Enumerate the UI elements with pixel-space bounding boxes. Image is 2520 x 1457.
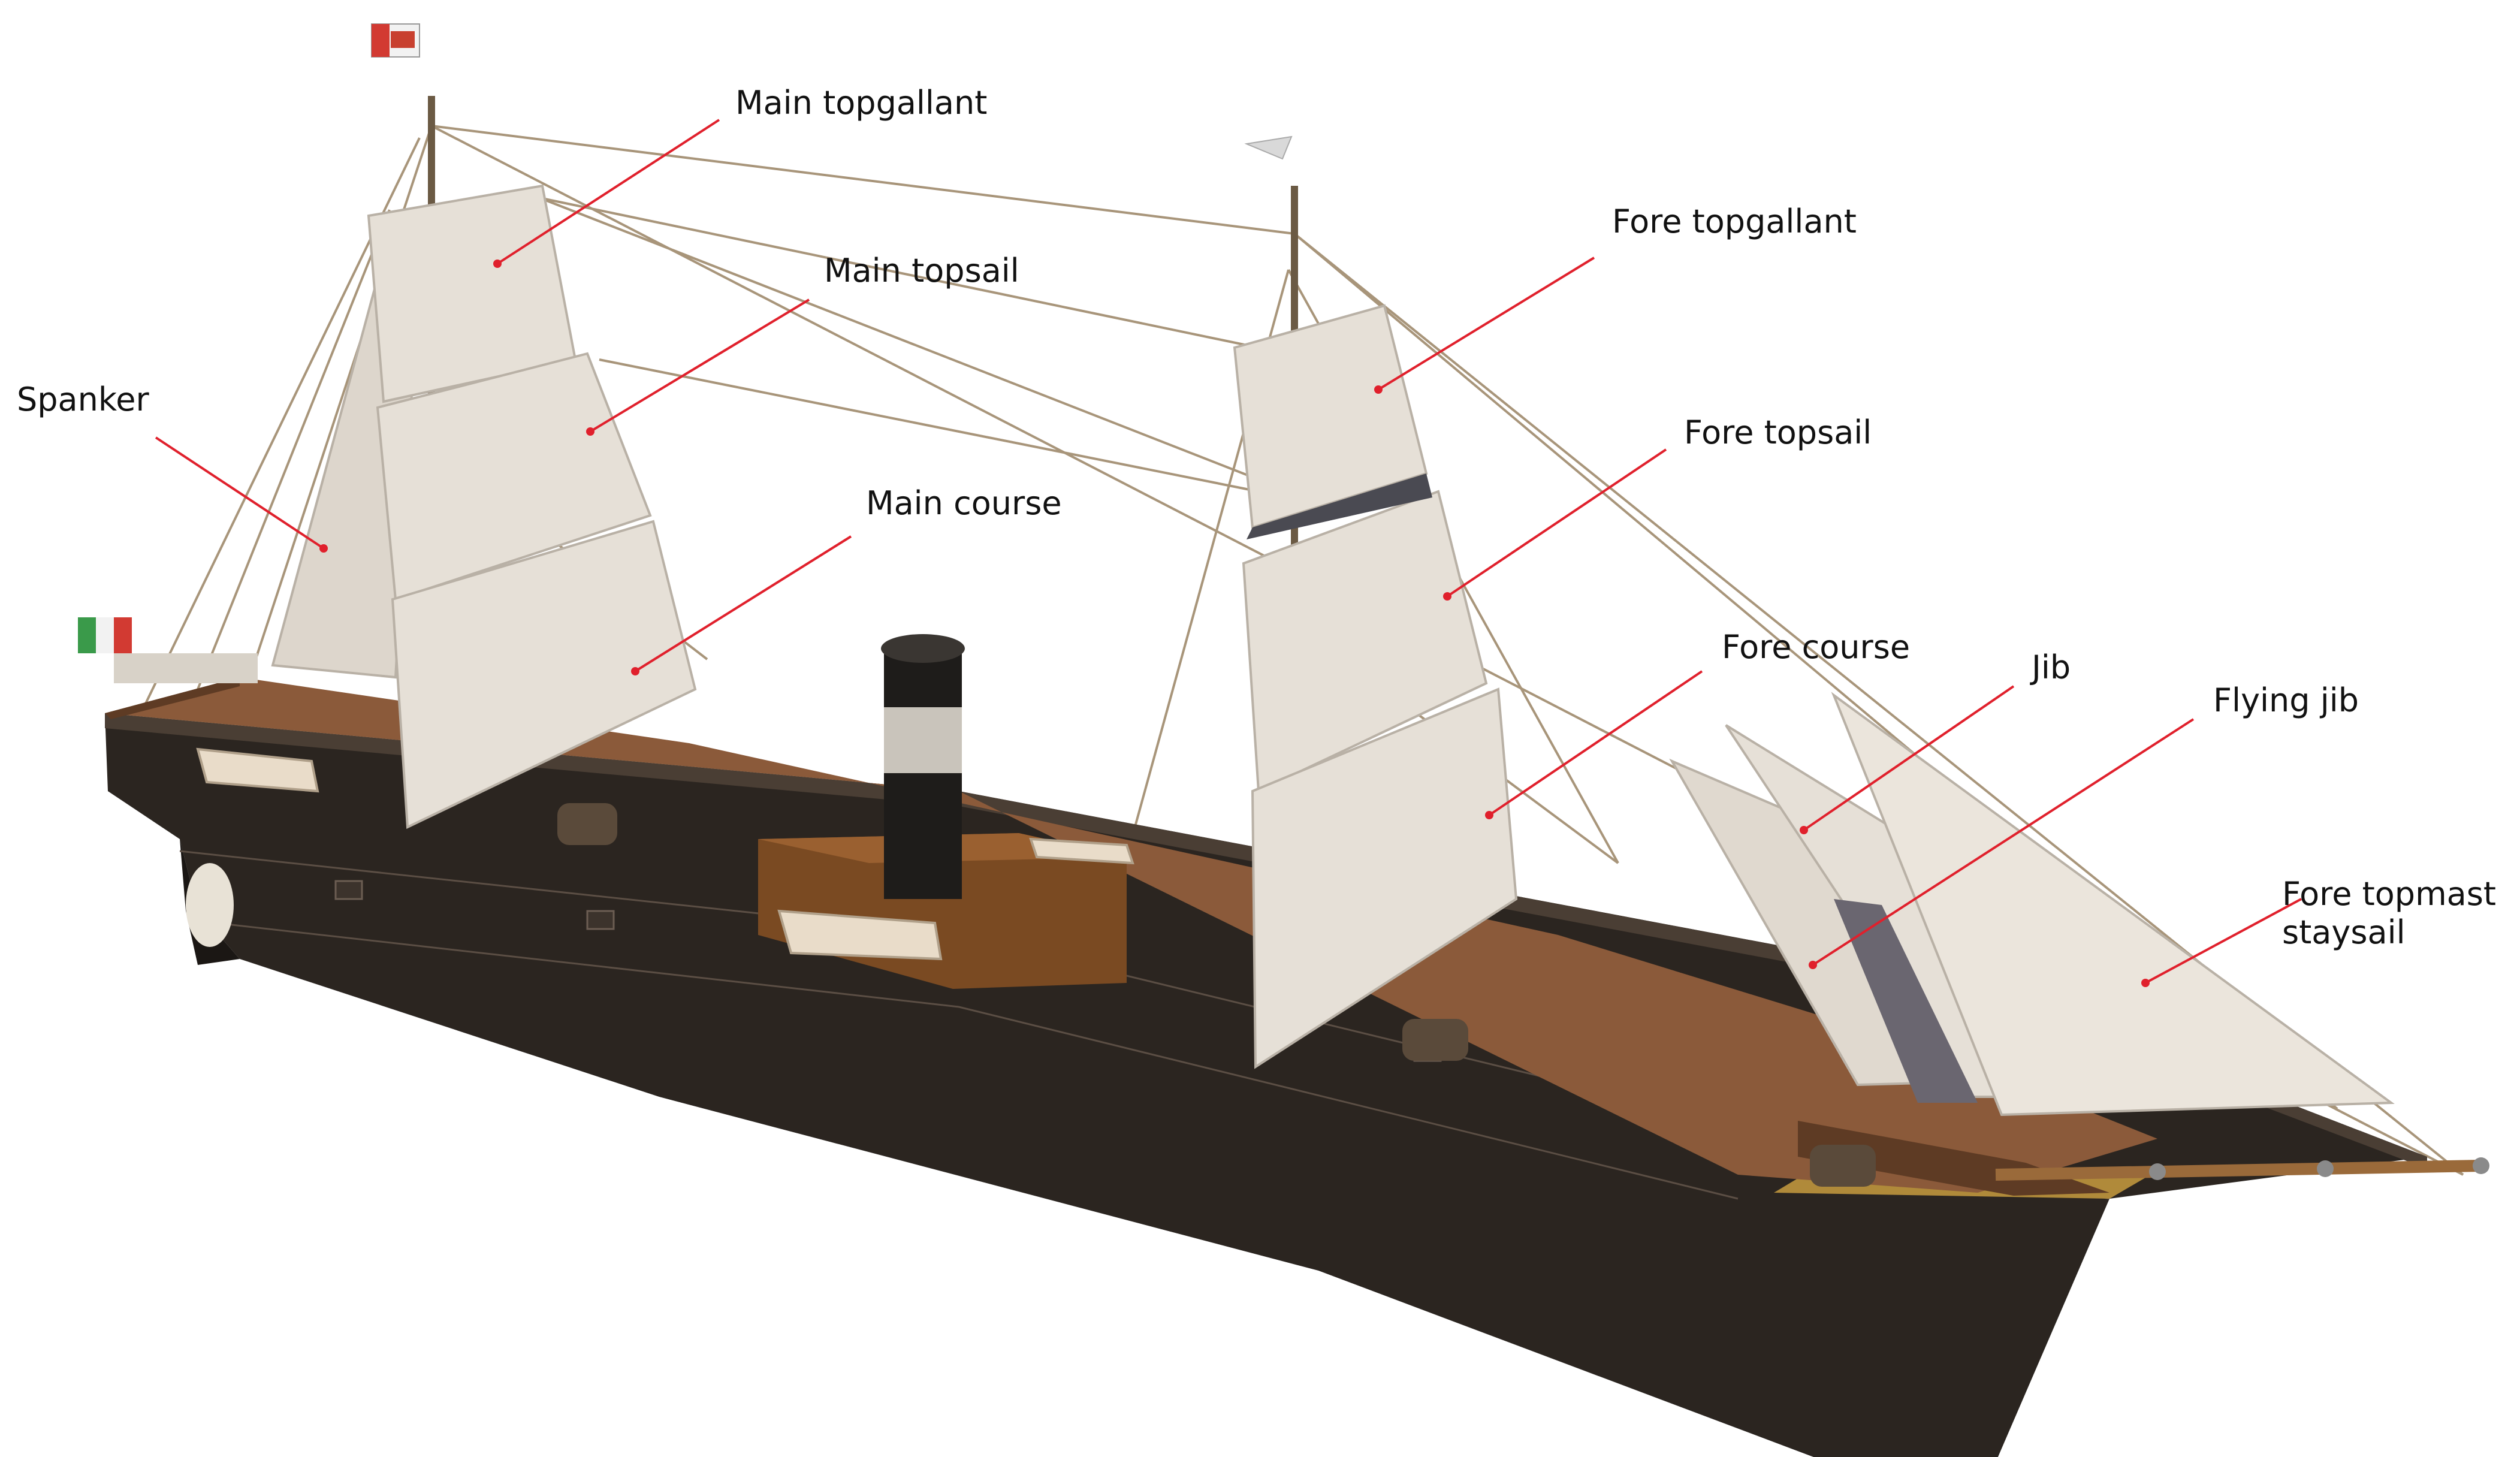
leader-fore-course [1488, 670, 1703, 816]
leader-jib [1803, 685, 2015, 831]
fore-course-sail [1251, 687, 1518, 1069]
leader-lines [155, 119, 2302, 984]
flags [78, 23, 1293, 653]
label-fore-topmast-staysail: Fore topmast staysail [2282, 875, 2496, 952]
label-fore-course: Fore course [1722, 628, 1911, 666]
label-main-topgallant: Main topgallant [735, 84, 988, 122]
jib-shadow [1834, 899, 1978, 1103]
main-mast-flag [371, 23, 420, 58]
label-jib: Jib [2032, 648, 2071, 686]
lifeboats [196, 747, 1134, 961]
stern-flag [78, 617, 132, 653]
leader-fore-topsail [1446, 448, 1667, 598]
fore-topgallant-gap [1247, 473, 1432, 539]
leader-main-topsail [589, 298, 810, 433]
leader-main-course [634, 535, 852, 672]
label-main-topsail: Main topsail [824, 252, 1019, 289]
label-fore-topmast-staysail-line2: staysail [2282, 913, 2406, 951]
label-flying-jib: Flying jib [2213, 681, 2359, 719]
label-spanker: Spanker [17, 381, 149, 418]
main-course-sail [391, 520, 697, 829]
fore-topmast-staysail [1831, 692, 2395, 1117]
main-topsail-sail [376, 352, 652, 601]
leader-main-topgallant [496, 119, 720, 265]
leader-spanker [155, 436, 325, 550]
sails [271, 184, 2395, 1117]
fore-mast-pennant [1244, 135, 1293, 160]
label-fore-topsail: Fore topsail [1684, 414, 1872, 451]
leader-fore-topmast-staysail [2145, 898, 2302, 984]
label-fore-topgallant: Fore topgallant [1612, 203, 1857, 240]
leader-fore-topgallant [1377, 257, 1595, 391]
winches [557, 803, 1876, 1187]
leader-flying-jib [1812, 718, 2195, 966]
label-main-course: Main course [866, 484, 1062, 522]
fore-topsail-sail [1242, 490, 1488, 794]
label-fore-topmast-staysail-line1: Fore topmast [2282, 875, 2497, 913]
leader-dots [319, 260, 2150, 987]
funnel [881, 634, 965, 899]
